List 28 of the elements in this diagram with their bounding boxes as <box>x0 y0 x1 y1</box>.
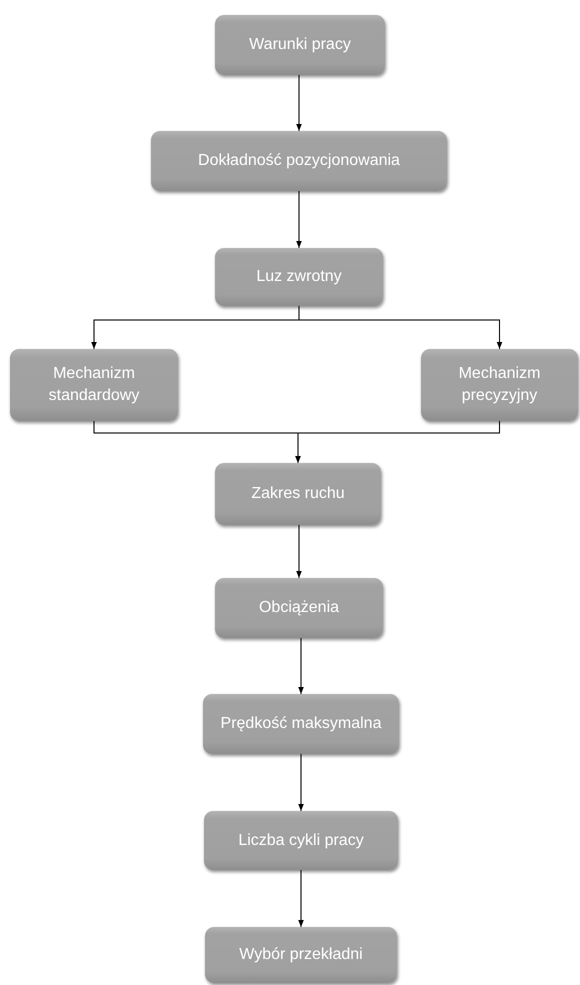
process-box <box>203 694 399 754</box>
arrow <box>298 638 304 694</box>
box-label: Liczba cykli pracy <box>238 830 364 851</box>
process-box <box>215 15 385 75</box>
arrow <box>295 420 500 464</box>
box-label: Prędkość maksymalna <box>220 714 382 734</box>
box-label: Mechanizm standardowy <box>48 364 140 406</box>
box-label: Obciążenia <box>258 598 340 618</box>
box-label: Warunki pracy <box>249 35 351 56</box>
process-box <box>215 248 383 306</box>
arrow <box>296 74 302 132</box>
arrow <box>296 524 302 578</box>
process-box <box>215 463 381 525</box>
arrow <box>298 870 304 928</box>
box-label: Mechanizm precyzyjny <box>458 364 542 406</box>
process-box <box>10 349 178 421</box>
box-label: Wybór przekładni <box>239 945 363 966</box>
process-box <box>421 349 578 421</box>
arrow <box>298 754 304 812</box>
box-label: Dokładność pozycjonowania <box>198 151 400 172</box>
process-box <box>151 131 447 191</box>
box-label: Luz zwrotny <box>256 267 342 288</box>
process-box <box>215 578 383 638</box>
box-label: Zakres ruchu <box>251 484 345 504</box>
process-box <box>205 927 397 983</box>
arrow <box>298 306 502 350</box>
process-box <box>204 811 398 870</box>
arrow <box>296 190 302 248</box>
